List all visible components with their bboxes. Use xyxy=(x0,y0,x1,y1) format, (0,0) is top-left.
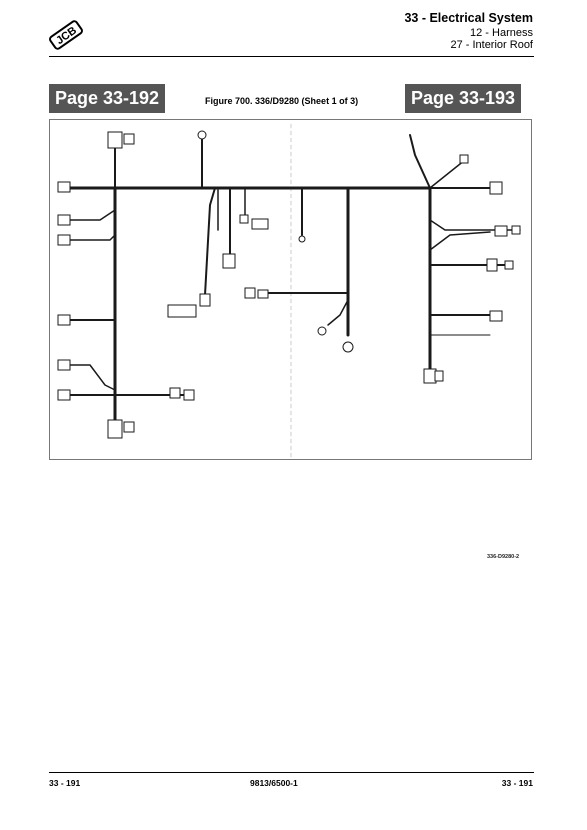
wiring-harness-diagram xyxy=(57,123,521,459)
footer-page-left: 33 - 191 xyxy=(49,778,81,788)
figure-reference: 336-D9280-2 xyxy=(487,554,520,560)
footer-page-right: 33 - 191 xyxy=(501,778,533,788)
footer-doc-number: 9813/6500-1 xyxy=(250,778,298,788)
subsection-title: 12 - Harness xyxy=(470,27,533,39)
prev-page-link[interactable]: Page 33-192 xyxy=(49,84,166,113)
next-page-link[interactable]: Page 33-193 xyxy=(405,84,522,113)
subsubsection-title: 27 - Interior Roof xyxy=(450,39,533,51)
figure-caption: Figure 700. 336/D9280 (Sheet 1 of 3) xyxy=(205,96,359,106)
wiring-diagram-frame: 336-D9280-2 xyxy=(49,119,532,560)
section-title: 33 - Electrical System xyxy=(404,11,533,25)
header-divider xyxy=(49,56,534,57)
footer-divider xyxy=(49,772,534,773)
jcb-logo-icon: JCB xyxy=(49,18,83,52)
